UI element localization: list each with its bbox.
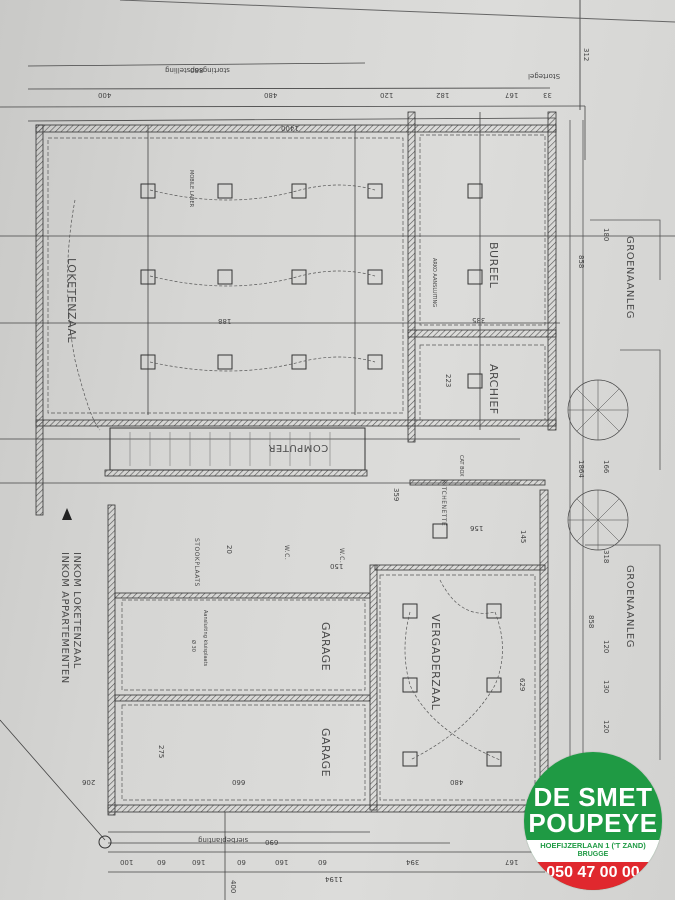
room-label-wc-2: W.C. [338, 548, 345, 564]
dim-top-total: 1400 [281, 124, 299, 132]
dim-bottom-seg-5: 160 [275, 858, 289, 866]
annotation-arko-aansluiting: ARKO AANSLUITING [431, 258, 437, 308]
room-label-computer: COMPUTER [268, 442, 329, 453]
room-label-stookplaats: STOOKPLAATS [193, 538, 200, 587]
dim-bottom-seg-8: 167 [505, 858, 519, 866]
dim-interior-660: 660 [232, 778, 246, 786]
dim-top-seg-3: 120 [380, 91, 394, 99]
room-label-archief: ARCHIEF [487, 364, 500, 415]
dim-bottom-seg-4: 60 [237, 858, 246, 866]
logo-city: BRUGGE [577, 851, 609, 858]
dim-interior-145: 145 [519, 530, 527, 544]
annotation-cat-box: CAT BOX [458, 455, 464, 477]
entrance-label-loketenzaal: INKOM LOKETENZAAL [71, 552, 82, 669]
dim-right-7: 120 [602, 640, 610, 654]
dim-top-overall-note: stortingsopstelling [165, 66, 230, 74]
exterior-label-groenaanleg-2: GROENAANLEG [624, 565, 635, 648]
dim-bottom-seg-3: 160 [192, 858, 206, 866]
dim-right-4: 166 [602, 460, 610, 474]
logo-line-2: POUPEYE [528, 808, 658, 838]
dim-interior-150: 150 [330, 562, 344, 570]
logo-phone: 050 47 00 00 [546, 864, 640, 881]
room-label-loketenzaal: LOKETENZAAL [65, 258, 78, 343]
dim-bottom-total: 1194 [325, 875, 343, 883]
dim-interior-480: 480 [450, 778, 464, 786]
dim-right-8: 130 [602, 680, 610, 694]
annotation-mobile-laber: MOBILE LABER [188, 170, 194, 208]
dim-top-note: Stortegel [528, 72, 561, 80]
dim-interior-223: 223 [444, 374, 452, 388]
dim-top-seg-4: 182 [436, 91, 450, 99]
dim-interior-359: 359 [392, 488, 400, 502]
dim-top-seg-5: 167 [505, 91, 519, 99]
entrance-label-appartementen: INKOM APPARTEMENTEN [59, 552, 70, 684]
annotation-diameter: Ø 30 [190, 640, 196, 652]
room-label-wc-1: W.C. [283, 545, 290, 561]
dim-right-2: 858 [577, 255, 585, 269]
dim-bottom-seg-2: 60 [157, 858, 166, 866]
room-label-garage-1: GARAGE [319, 622, 332, 672]
room-label-garage-2: GARAGE [319, 728, 332, 778]
dim-interior-188: 188 [218, 317, 232, 325]
agency-logo: DE SMET POUPEYE HOEFIJZERLAAN 1 ('T ZAND… [524, 752, 662, 890]
dim-right-5: 318 [602, 550, 610, 564]
dim-bottom-seg-7: 394 [406, 858, 420, 866]
dim-interior-20: 20 [225, 545, 233, 554]
dim-right-9: 120 [602, 720, 610, 734]
dim-top-seg-2: 480 [264, 91, 278, 99]
exterior-label-groenaanleg-1: GROENAANLEG [624, 236, 635, 319]
room-label-kitchenette: KITCHENETTE [440, 480, 447, 527]
dim-right-1: 180 [602, 228, 610, 242]
dim-interior-275: 275 [157, 745, 165, 759]
dim-bottom-seg-6: 60 [318, 858, 327, 866]
dim-interior-629: 629 [518, 678, 526, 692]
logo-red-band [524, 862, 662, 890]
logo-address: HOEFIJZERLAAN 1 ('T ZAND) [540, 841, 646, 850]
dim-right-6: 858 [587, 615, 595, 629]
dim-right-3: 1864 [577, 460, 585, 478]
dim-interior-156: 156 [470, 524, 484, 532]
dim-top-seg-6: 33 [543, 91, 552, 99]
annotation-aansluiting: Aansluiting kluisplaats [202, 610, 208, 667]
dim-top-seg-1: 400 [98, 91, 112, 99]
dim-bottom-axis: 400 [229, 880, 237, 894]
dim-bottom-inner: 690 [265, 838, 279, 846]
dim-bottom-inner-note: sierbeplanting [198, 836, 249, 844]
logo-line-1: DE SMET [533, 782, 653, 812]
dim-bottom-seg-1: 100 [120, 858, 134, 866]
dim-top-misc: 312 [582, 48, 590, 62]
logo-white-band [524, 840, 662, 862]
dim-interior-335: 335 [472, 316, 486, 324]
room-label-vergaderzaal: VERGADERZAAL [429, 614, 442, 711]
dim-interior-206: 206 [82, 778, 96, 786]
room-label-bureel: BUREEL [487, 242, 500, 289]
